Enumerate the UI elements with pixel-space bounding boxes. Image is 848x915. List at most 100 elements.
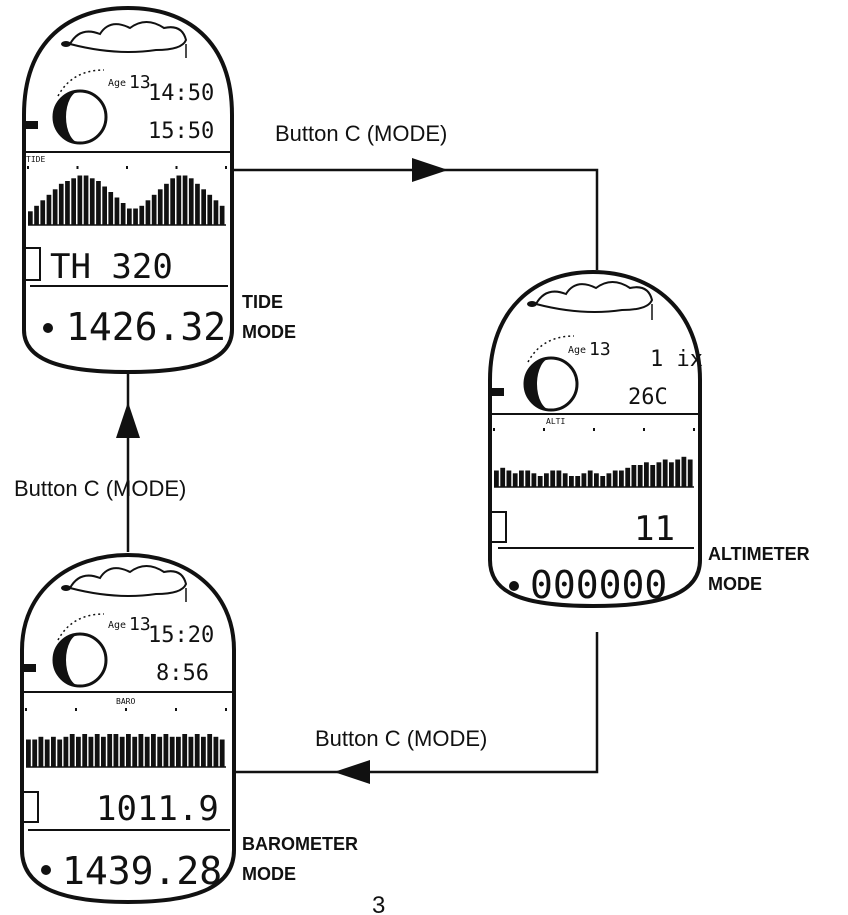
- graph-bar: [96, 181, 101, 225]
- graph-bar: [587, 470, 593, 487]
- graph-bar: [119, 736, 125, 768]
- age-label: Age: [568, 345, 586, 356]
- arrow-label-altimeter-to-barometer: Button C (MODE): [315, 726, 487, 751]
- graph-bar: [176, 736, 181, 768]
- graph-bar: [213, 736, 219, 768]
- arrow-barometer-to-tide: [116, 372, 140, 552]
- graph-bar: [525, 470, 531, 487]
- graph-label: BARO: [116, 697, 135, 706]
- graph-bar: [675, 459, 681, 487]
- age-value: 13: [129, 72, 151, 93]
- graph-label: ALTI: [546, 417, 565, 426]
- graph-bar: [71, 178, 76, 226]
- graph-bar: [531, 473, 537, 488]
- graph-bar: [58, 183, 64, 226]
- graph-bar: [133, 208, 138, 225]
- graph-bar: [151, 734, 156, 767]
- graph-bar: [57, 739, 63, 767]
- tide-watch: Age 13 14:50 15:50 TIDE TH 320 1426.32: [22, 5, 234, 375]
- graph-bar: [126, 734, 131, 767]
- graph-bar: [139, 205, 145, 226]
- graph-bar: [32, 739, 38, 767]
- graph-bar: [52, 189, 58, 226]
- graph-bar: [113, 734, 119, 767]
- graph-bar: [207, 734, 213, 767]
- altimeter-mode-label-line2: MODE: [708, 574, 762, 594]
- graph-bar: [89, 178, 95, 226]
- graph-bar: [145, 200, 151, 226]
- tide-mode-label-line1: TIDE: [242, 292, 283, 312]
- graph-bar: [28, 211, 33, 226]
- graph-bar: [662, 459, 668, 487]
- graph-bar: [88, 736, 94, 768]
- age-label: Age: [108, 620, 126, 631]
- graph-bar: [194, 734, 200, 767]
- graph-bar: [631, 465, 637, 487]
- moon-phase-icon: [24, 69, 108, 145]
- graph-bar: [69, 734, 75, 767]
- bottom-display: 1426.32: [66, 305, 226, 349]
- graph-bar: [170, 178, 175, 226]
- graph-bar: [151, 194, 157, 226]
- graph-bar: [83, 175, 89, 225]
- altimeter-graph: [493, 428, 695, 488]
- graph-bar: [201, 189, 206, 226]
- graph-bar: [537, 476, 543, 487]
- barometer-mode-label-line2: MODE: [242, 864, 296, 884]
- arrow-altimeter-to-barometer: [236, 632, 599, 784]
- graph-bar: [94, 734, 100, 767]
- graph-bar: [575, 476, 581, 487]
- graph-bar: [600, 476, 606, 487]
- graph-bar: [108, 192, 114, 225]
- graph-bar: [40, 200, 46, 226]
- graph-bar: [102, 186, 107, 225]
- graph-bar: [556, 470, 562, 487]
- weather-cloud-icon: [61, 21, 188, 58]
- graph-bar: [506, 470, 512, 487]
- graph-bar: [26, 739, 31, 767]
- arrow-label-barometer-to-tide: Button C (MODE): [14, 476, 186, 501]
- age-label: Age: [108, 78, 126, 89]
- graph-bar: [182, 734, 188, 767]
- graph-bar: [82, 734, 88, 767]
- mid-display: 11: [634, 509, 675, 549]
- graph-bar: [619, 470, 624, 487]
- graph-bar: [188, 178, 194, 226]
- graph-bar: [188, 736, 194, 768]
- second-time: 15:50: [148, 119, 214, 144]
- graph-bar: [562, 473, 568, 488]
- alarm-icon: [43, 323, 53, 333]
- graph-bar: [38, 736, 44, 768]
- graph-bar: [650, 465, 656, 487]
- top-time: 15:20: [148, 623, 214, 648]
- moon-phase-icon: [490, 335, 579, 412]
- barometer-mode-label-line1: BAROMETER: [242, 834, 358, 854]
- graph-bar: [132, 736, 138, 768]
- graph-bar: [157, 189, 163, 226]
- weather-cloud-icon: [61, 565, 188, 602]
- graph-bar: [114, 197, 120, 225]
- graph-bar: [182, 175, 188, 225]
- graph-bar: [594, 473, 599, 488]
- arrow-tide-to-altimeter: [232, 158, 599, 270]
- graph-bar: [164, 183, 169, 226]
- graph-bar: [569, 476, 574, 487]
- graph-bar: [44, 739, 50, 767]
- graph-bar: [120, 203, 126, 225]
- graph-bar: [201, 736, 206, 768]
- top-time: 1 ix: [650, 347, 703, 372]
- graph-bar: [550, 470, 556, 487]
- altimeter-mode-label-line1: ALTIMETER: [708, 544, 810, 564]
- graph-bar: [77, 175, 83, 225]
- arrow-label-tide-to-altimeter: Button C (MODE): [275, 121, 447, 146]
- graph-bar: [76, 736, 81, 768]
- second-time: 26C: [628, 385, 668, 410]
- alarm-icon: [41, 865, 51, 875]
- moon-phase-icon: [22, 613, 108, 688]
- graph-bar: [625, 467, 631, 488]
- graph-bar: [681, 456, 687, 488]
- graph-bar: [500, 467, 506, 488]
- graph-bar: [207, 194, 213, 226]
- graph-bar: [494, 470, 499, 487]
